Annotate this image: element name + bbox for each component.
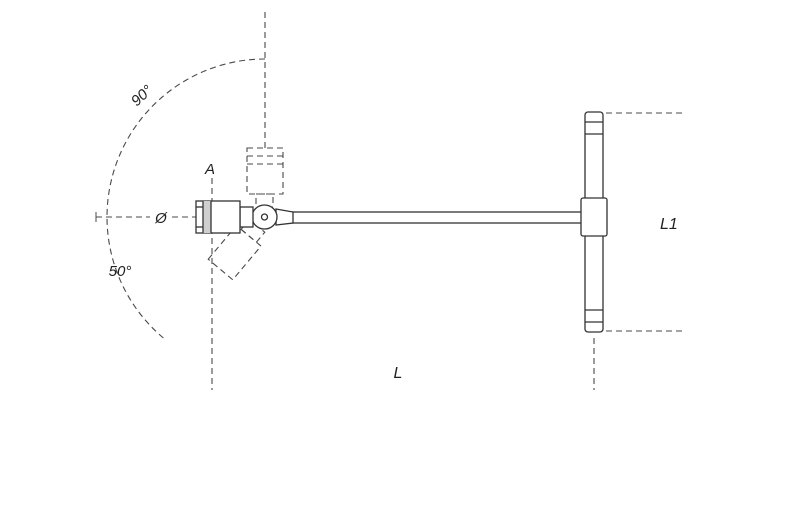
diameter-label: Ø — [154, 210, 168, 227]
length-L1-label: L1 — [660, 216, 678, 233]
universal-joint — [239, 204, 278, 230]
angle-90-label: 90° — [128, 82, 156, 110]
handle-center-collar — [580, 197, 608, 237]
socket-up-ghost — [246, 147, 284, 208]
angle-50-label: 50° — [109, 263, 132, 280]
swing-arc — [106, 58, 266, 339]
shaft — [291, 211, 585, 224]
joint-yoke — [239, 206, 254, 228]
socket-size-label: A — [204, 161, 215, 178]
joint-pin — [260, 213, 269, 221]
socket-bore-shading — [203, 201, 211, 233]
shaft-taper — [275, 208, 294, 226]
length-L-label: L — [394, 365, 403, 382]
extension-lines-L1 — [606, 112, 686, 332]
horizontal-centerline — [95, 212, 196, 222]
t-handle — [580, 111, 608, 333]
socket — [195, 200, 241, 234]
